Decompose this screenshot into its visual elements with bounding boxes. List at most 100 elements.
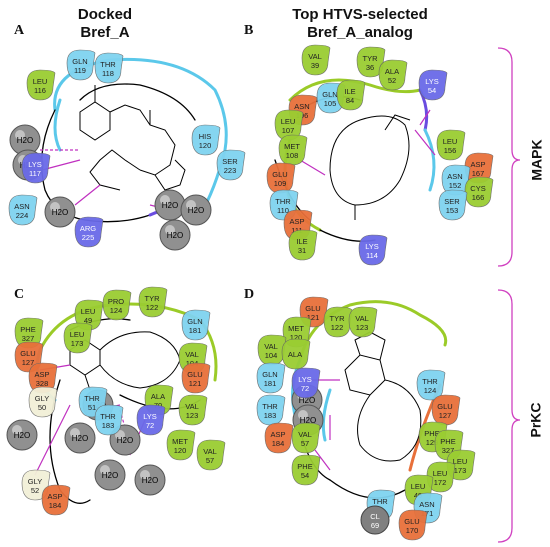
panel-b-residue-name-19: LYS: [365, 242, 379, 251]
panel-a-residue-num-4: 120: [199, 141, 212, 150]
panel-d-water-label-2: H2O: [300, 416, 316, 425]
panel-d-residue-name-3: VAL: [355, 314, 369, 323]
bracket-mapk: [497, 47, 521, 267]
panel-d-residue-name-14: GLU: [437, 402, 452, 411]
panel-b-hbonds: [299, 109, 436, 176]
panel-b-residue-name-4: LYS: [425, 77, 439, 86]
panel-a-residue-num-1: 116: [34, 86, 46, 95]
panel-c-water-label-2: H2O: [14, 431, 30, 440]
panel-d-residue-name-19: LEU: [411, 482, 426, 491]
panel-c-water-label-3: H2O: [72, 434, 88, 443]
panel-d-residue-name-15: PHE: [424, 429, 439, 438]
panel-c-water-label-6: H2O: [142, 476, 158, 485]
panel-b-residue-num-6: 105: [324, 99, 337, 108]
panel-c-residue-num-6: 327: [22, 334, 35, 343]
panel-a-water-label-1: H2O: [17, 136, 33, 145]
panel-c-water-4: H2O: [109, 424, 141, 456]
header-htvs-line1: Top HTVS-selected: [292, 6, 428, 23]
panel-b-residue-num-15: 153: [446, 206, 459, 215]
panel-c-residue-name-17: MET: [172, 437, 188, 446]
panel-label-b: B: [244, 23, 254, 38]
panel-b-residue-name-7: ILE: [344, 87, 355, 96]
panel-a-ligand: [79, 85, 186, 191]
panel-b-residue-name-10: GLU: [272, 170, 287, 179]
panel-d-residue-name-20: ASN: [419, 500, 434, 509]
panel-d-residue-name-5: VAL: [264, 342, 278, 351]
panel-d-residue-num-12: 54: [301, 471, 309, 480]
panel-b-residue-num-10: 109: [274, 179, 287, 188]
panel-b-residue-name-8: LEU: [281, 117, 296, 126]
panel-a-water-label-3: H2O: [52, 208, 68, 217]
panel-d-residue-num-9: 183: [264, 411, 277, 420]
panel-a-water-label-5: H2O: [188, 206, 204, 215]
panel-b-residue-name-16: THR: [275, 197, 291, 206]
panel-d-residue-num-3: 123: [356, 323, 369, 332]
panel-d-residue-name-1: GLU: [305, 304, 320, 313]
panel-a-residue-name-5: SER: [222, 157, 238, 166]
panel-c-residue-name-12: THR: [84, 394, 100, 403]
panel-c-residue-name-20: ASP: [47, 492, 62, 501]
panel-d-residue-name-17: LEU: [453, 457, 468, 466]
panel-d-residue-name-16: PHE: [440, 437, 455, 446]
panel-c-residue-name-5: GLN: [187, 317, 202, 326]
panel-a-residue-name-4: HIS: [199, 132, 212, 141]
panel-c-residue-name-19: GLY: [28, 477, 42, 486]
panel-b-residue-name-13: ASN: [447, 172, 462, 181]
panel-b-residue-name-15: SER: [444, 197, 460, 206]
panel-b-residue-name-18: ILE: [296, 237, 307, 246]
panel-a-residue-name-8: ARG: [80, 224, 96, 233]
panel-label-d: D: [244, 287, 255, 302]
panel-a-residue-num-2: 119: [74, 66, 86, 75]
panel-d-residue-num-8: 72: [301, 384, 309, 393]
panel-c-residue-name-15: THR: [100, 412, 116, 421]
panel-c-water-label-5: H2O: [102, 471, 118, 480]
header-htvs: Top HTVS-selected Bref_A_analog: [265, 6, 455, 42]
panel-d-residue-num-2: 122: [331, 323, 344, 332]
panel-d-residue-name-2: TYR: [330, 314, 346, 323]
panel-a-residue-name-7: ASN: [14, 202, 29, 211]
panel-c-residue-num-7: 127: [22, 358, 35, 367]
panel-a-residue-num-6: 117: [29, 169, 41, 178]
panel-a-water-4: H2O: [154, 189, 186, 221]
panel-d-residue-num-4: 120: [290, 333, 303, 342]
panel-c-residue-num-1: 49: [84, 316, 92, 325]
panel-b-residue-name-6: GLN: [322, 90, 337, 99]
panel-d-residue-name-12: PHE: [297, 462, 312, 471]
header-docked: Docked Bref_A: [55, 6, 155, 42]
panel-b-residue-name-1: VAL: [308, 52, 322, 61]
panel-b-residue-name-2: TYR: [363, 54, 379, 63]
panel-c-residue-name-1: LEU: [81, 307, 96, 316]
panel-d-residue-num-13: 124: [424, 386, 437, 395]
panel-c-residue-name-3: LEU: [70, 330, 85, 339]
panel-c-residue-num-4: 122: [146, 303, 159, 312]
panel-d-residue-num-10: 184: [272, 439, 285, 448]
panel-c-residue-num-14: 123: [186, 411, 199, 420]
panel-b-residue-name-9: MET: [284, 142, 300, 151]
panel-a-water-6: H2O: [159, 219, 191, 251]
